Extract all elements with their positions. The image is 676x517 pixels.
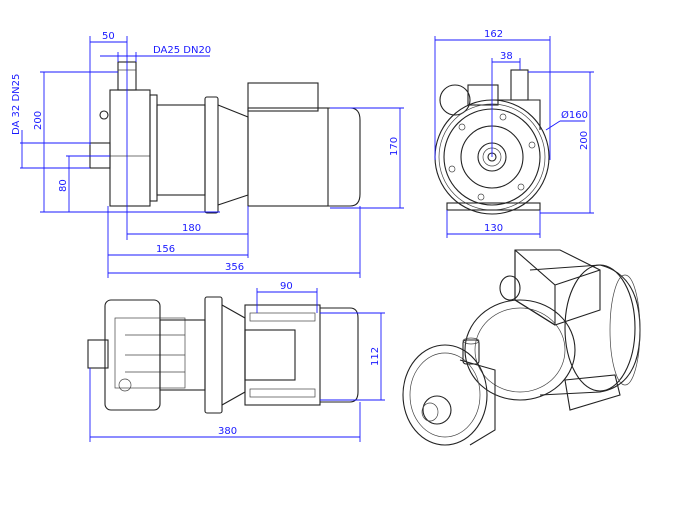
dim-inlet: DA 32 DN25	[11, 74, 22, 135]
dim-156: 156	[156, 244, 175, 255]
side-view-dimensions: 50 DA25 DN20 200 DA 32 DN25 80 180 156 3…	[11, 31, 404, 278]
side-view	[89, 61, 361, 214]
isometric-view	[402, 249, 641, 446]
front-view-dimensions: 162 38 Ø160 200 130	[434, 29, 594, 238]
dim-50: 50	[102, 31, 115, 42]
dim-200-front: 200	[579, 131, 590, 150]
dim-80: 80	[58, 179, 69, 192]
top-view-dimensions: 90 112 380	[89, 281, 385, 442]
dim-130: 130	[484, 223, 503, 234]
dim-38: 38	[500, 51, 513, 62]
dim-diameter: Ø160	[561, 109, 588, 121]
dim-180: 180	[182, 223, 201, 234]
dim-170: 170	[389, 137, 400, 156]
dim-356: 356	[225, 262, 244, 273]
dim-380: 380	[218, 426, 237, 437]
dim-112: 112	[370, 347, 381, 366]
dim-162: 162	[484, 29, 503, 40]
top-view	[87, 296, 359, 414]
dim-90: 90	[280, 281, 293, 292]
dim-outlet: DA25 DN20	[153, 45, 211, 56]
dim-200-side: 200	[33, 111, 44, 130]
